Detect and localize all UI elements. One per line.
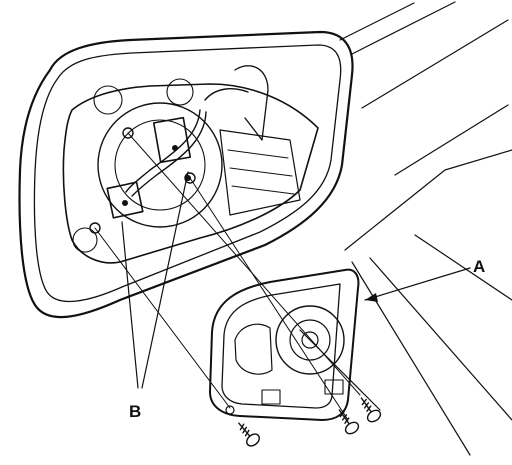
callout-a-leader [364, 267, 471, 302]
screw-icon [238, 422, 260, 447]
screw-icon [338, 409, 360, 435]
callout-label-b: B [129, 402, 142, 421]
cover-a [209, 268, 360, 421]
callout-label-a: A [473, 257, 486, 276]
door-panel-lines [299, 1, 512, 456]
callout-b-leaders [121, 171, 189, 389]
loose-screws [238, 397, 382, 447]
wire-harness [106, 88, 249, 219]
mirror-actuator [62, 65, 319, 264]
actuator-screws [89, 127, 196, 234]
screw-icon [360, 397, 382, 423]
mirror-housing [18, 30, 354, 319]
explosion-lines [94, 132, 361, 421]
